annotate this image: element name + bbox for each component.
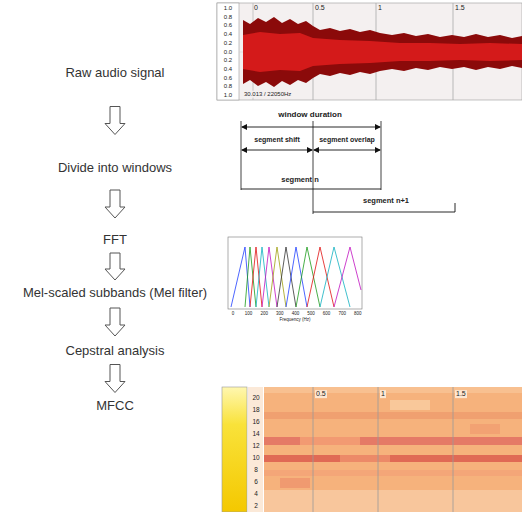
flow-arrow [105,190,125,218]
frequency-tick: 700 [338,312,346,317]
time-tick: 1 [378,4,382,12]
frequency-tick: 0 [232,312,235,317]
axis-tick: 0.8 [224,83,232,90]
step-label: MFCC [92,396,138,416]
axis-tick: 0.4 [224,66,232,73]
time-tick: 0 [254,4,258,12]
coefficient-tick: 12 [252,442,259,449]
step-text: FFT [103,232,127,248]
coefficient-tick: 4 [254,490,258,497]
time-tick: 0.5 [315,4,325,12]
step-label: Raw audio signal [61,63,168,83]
step-label: Cepstral analysis [62,341,169,361]
coefficient-tick: 14 [252,430,259,437]
coefficient-tick: 8 [254,466,258,473]
frequency-tick: 500 [307,312,315,317]
time-marker: 1.5 [455,390,467,398]
flow-arrow [105,107,125,135]
step-text: Raw audio signal [65,65,164,81]
time-marker: 0.5 [315,390,327,398]
window-label: segment shift [254,136,300,144]
frequency-tick: 600 [323,312,331,317]
axis-tick: 0.8 [224,13,232,20]
frequency-tick: 200 [260,312,268,317]
segment-label: segment n [281,176,319,184]
axis-title: Frequency (Hz) [279,318,310,323]
coefficient-tick: 6 [254,478,258,485]
window-label: segment overlap [319,136,375,144]
step-text: MFCC [96,398,134,414]
sample-info: 30.013 / 22050Hz [243,91,292,98]
frequency-tick: 300 [276,312,284,317]
coefficient-tick: 2 [254,502,258,509]
axis-tick: 0.4 [224,31,232,38]
step-label: FFT [99,230,131,250]
frequency-tick: 100 [245,312,253,317]
step-text: Cepstral analysis [66,343,165,359]
flow-arrow [105,365,125,393]
axis-tick: 1.0 [224,92,232,99]
flow-arrow [105,308,125,336]
coefficient-tick: 20 [252,394,259,401]
time-marker: 1 [380,390,386,398]
axis-tick: 0.6 [224,74,232,81]
step-text: Mel-scaled subbands (Mel filter) [23,285,207,301]
step-label: Mel-scaled subbands (Mel filter) [19,283,211,303]
time-tick: 1.5 [455,4,465,12]
window-label: window duration [278,111,342,120]
axis-tick: 0.2 [224,57,232,64]
frequency-tick: 800 [354,312,362,317]
axis-tick: 0.2 [224,40,232,47]
step-text: Divide into windows [58,160,172,176]
flow-arrow [105,253,125,280]
frequency-tick: 400 [292,312,300,317]
axis-tick: 0.0 [224,48,232,55]
coefficient-tick: 18 [252,406,259,413]
coefficient-tick: 10 [252,454,259,461]
segment-label: segment n+1 [363,197,409,205]
axis-tick: 1.0 [224,5,232,12]
step-label: Divide into windows [54,158,176,178]
axis-tick: 0.6 [224,22,232,29]
coefficient-tick: 16 [252,418,259,425]
